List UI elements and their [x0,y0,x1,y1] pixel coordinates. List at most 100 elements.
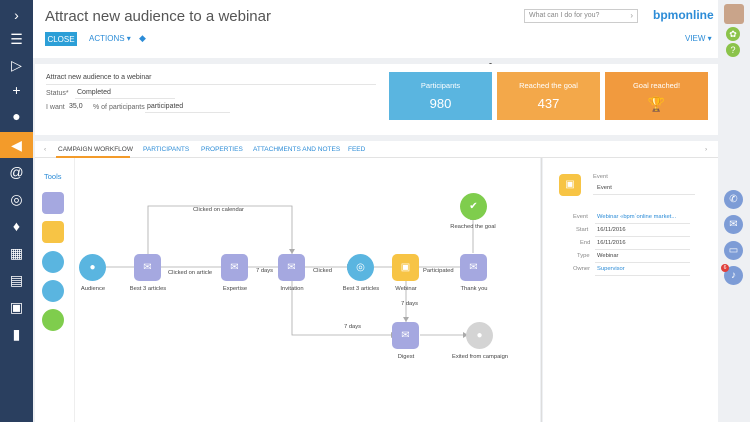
node-label: Webinar [395,286,417,292]
calendar-icon[interactable]: ▣ [9,298,24,315]
right-panel: ✿ ? ✆ ✉ ▭ ♪ 6 [718,0,750,422]
chat-icon[interactable]: ▭ [724,241,743,260]
email-icon[interactable]: @ [9,164,24,180]
page-header: Attract new audience to a webinar CLOSE … [33,0,718,66]
tools-title: Tools [44,172,62,181]
want-target[interactable]: participated [147,103,184,110]
divider [593,194,695,195]
logo: bpmonline [653,8,714,22]
node-label: Reached the goal [450,224,496,230]
phone-icon[interactable]: ✆ [724,190,743,209]
prop-event-link[interactable]: Webinar «bpm`online market... [597,214,677,220]
tool-audience[interactable] [42,280,64,302]
tab-bar: ‹ CAMPAIGN WORKFLOW PARTICIPANTS PROPERT… [35,141,718,158]
tab-attachments-notes[interactable]: ATTACHMENTS AND NOTES [253,146,341,153]
status-label: Status* [46,90,69,97]
tools-panel: Tools [35,158,74,422]
accounts-icon[interactable]: ▦ [9,244,24,261]
prop-label: Start [576,227,589,233]
divider [595,249,690,250]
tool-target[interactable] [42,251,64,273]
event-icon: ▣ [559,174,581,196]
edge-label: 7 days [401,301,419,307]
node-invitation[interactable]: ✉ [278,254,305,281]
node-thank-you[interactable]: ✉ [460,254,487,281]
analytics-icon[interactable]: ▮ [12,325,21,342]
page-title: Attract new audience to a webinar [45,8,271,25]
prop-label: Owner [573,266,591,272]
want-label: I want [46,104,65,111]
divider [74,158,75,422]
play-icon[interactable]: ▷ [11,56,22,73]
node-expertise[interactable]: ✉ [221,254,248,281]
tile-value: 437 [537,96,560,111]
actions-button[interactable]: ACTIONS ▾ [89,34,131,43]
tile-title: Reached the goal [519,81,578,90]
want-value[interactable]: 35,0 [69,103,83,110]
tile-participants[interactable]: Participants 980 [389,72,492,120]
idea-icon[interactable]: ♦ [12,218,21,234]
divider [595,262,690,263]
close-button[interactable]: CLOSE [45,32,77,46]
node-webinar[interactable]: ▣ [392,254,419,281]
tab-feed[interactable]: FEED [348,146,366,153]
node-best3-articles-a[interactable]: ✉ [134,254,161,281]
tool-goal[interactable] [42,309,64,331]
tile-reached-goal[interactable]: Reached the goal 437 [497,72,600,120]
tab-campaign-workflow[interactable]: CAMPAIGN WORKFLOW [58,146,133,153]
prop-owner-link[interactable]: Supervisor [597,266,625,272]
gear-icon[interactable]: ✿ [726,27,740,41]
add-icon[interactable]: + [12,82,21,98]
search-input[interactable]: What can I do for you? › [524,9,638,23]
documents-icon[interactable]: ▤ [9,271,24,288]
node-label: Audience [80,286,106,292]
chevron-right-icon[interactable]: › [705,146,708,153]
workflow-canvas[interactable]: Tools [35,158,540,422]
divider [595,236,690,237]
contacts-icon[interactable]: ● [12,108,21,124]
campaigns-icon[interactable]: ◀ [0,132,33,158]
tab-participants[interactable]: PARTICIPANTS [143,146,190,153]
divider [46,84,376,85]
view-button[interactable]: VIEW ▾ [685,34,712,43]
campaign-name: Attract new audience to a webinar [46,74,152,81]
edge-label: 7 days [344,324,362,330]
tool-event[interactable] [42,221,64,243]
edge-label: Clicked [313,268,333,274]
tab-properties[interactable]: PROPERTIES [201,146,243,153]
menu-icon[interactable]: ☰ [10,30,23,47]
node-label: Expertise [222,286,248,292]
expand-icon[interactable]: › [14,7,19,23]
edge-label: Clicked on article [168,270,213,276]
left-nav: › ☰ ▷ + ● ◀ @ ◎ ♦ ▦ ▤ ▣ ▮ [0,0,33,422]
prop-type[interactable]: Webinar [597,253,619,259]
prop-start[interactable]: 16/11/2016 [597,227,626,233]
divider [145,112,230,113]
help-icon[interactable]: ? [726,43,740,57]
chevron-right-icon: › [630,11,633,20]
tool-email[interactable] [42,192,64,214]
chevron-left-icon[interactable]: ‹ [44,146,47,153]
edge-label: Participated [423,268,454,274]
bell-icon[interactable]: ♪ [724,266,743,285]
node-exited[interactable]: ● [466,322,493,349]
prop-label: Event [573,214,588,220]
event-name[interactable]: Event [597,185,612,191]
node-reached-goal[interactable]: ✔ [460,193,487,220]
tile-value: 980 [429,96,452,111]
node-best3-articles-b[interactable]: ◎ [347,254,374,281]
avatar[interactable] [724,4,744,24]
divider [595,223,690,224]
node-label: Best 3 articles [129,286,167,292]
node-label: Invitation [280,286,304,292]
tag-icon[interactable]: ◆ [139,33,146,43]
status-value[interactable]: Completed [77,89,111,96]
node-digest[interactable]: ✉ [392,322,419,349]
tile-goal-reached[interactable]: Goal reached! 🏆 [605,72,708,120]
node-audience[interactable]: ● [79,254,106,281]
prop-end[interactable]: 16/11/2016 [597,240,626,246]
prop-label: End [580,240,591,246]
mail-icon[interactable]: ✉ [724,215,743,234]
target-icon[interactable]: ◎ [10,190,23,207]
node-label: Digest [397,354,415,360]
